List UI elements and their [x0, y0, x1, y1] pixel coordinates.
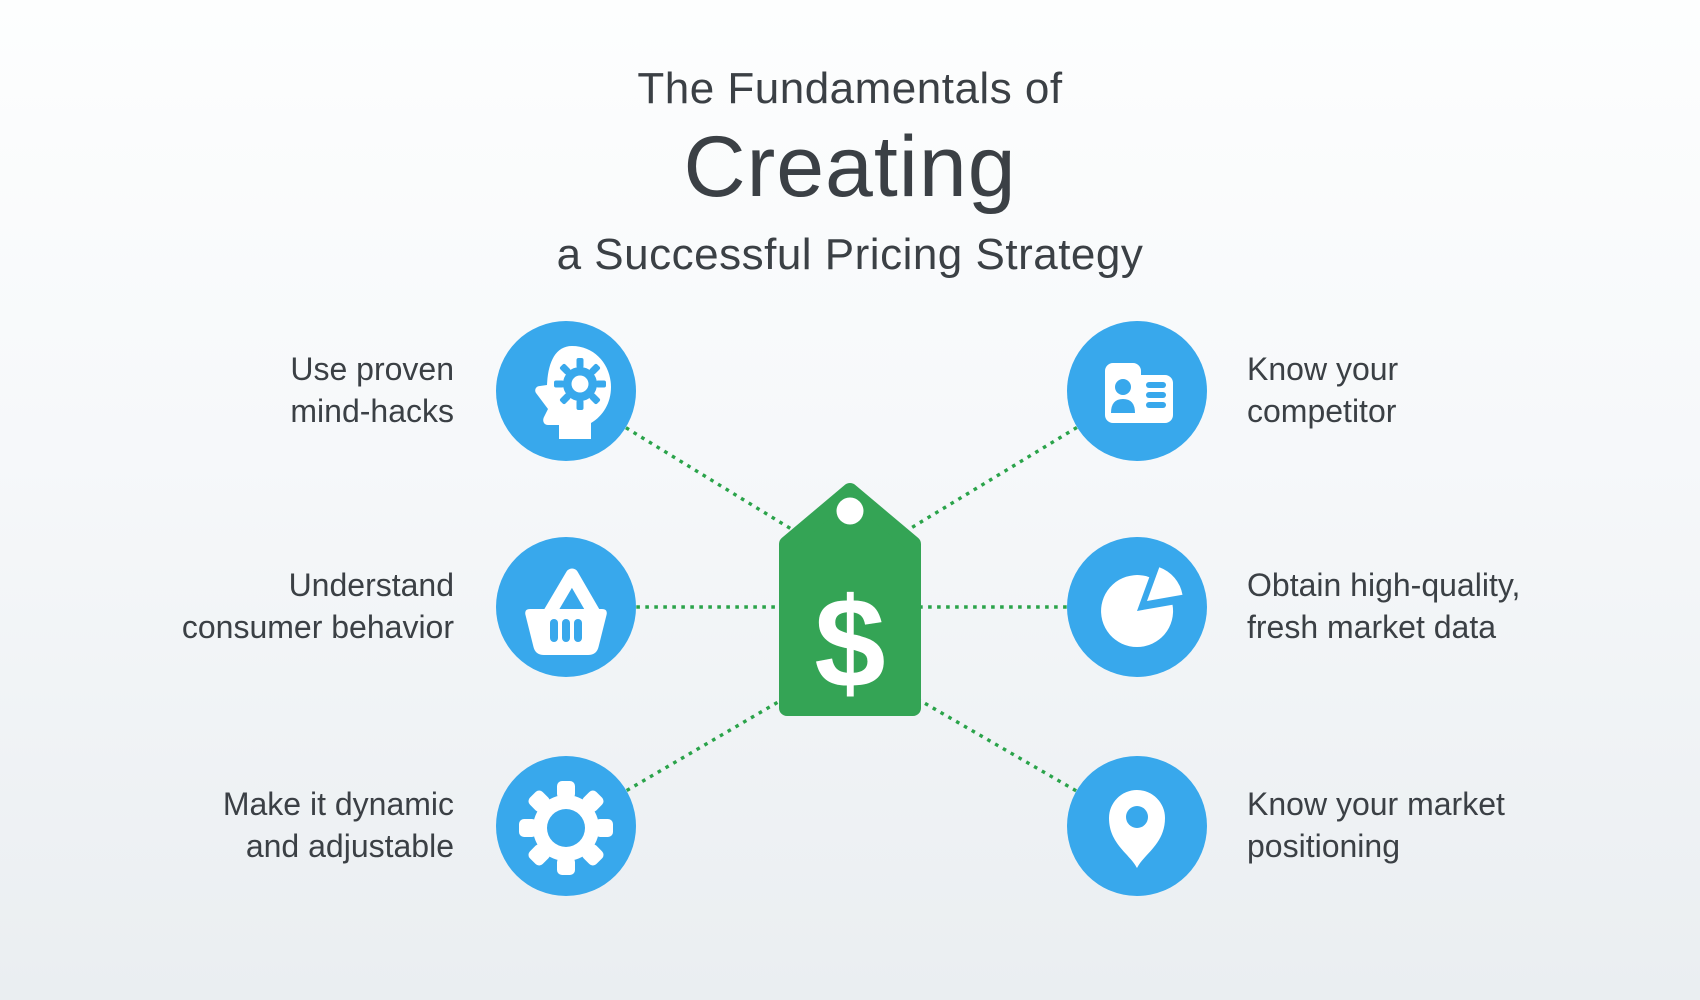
- brain-gear-icon: [496, 321, 636, 461]
- label-know-competitor: Know your competitor: [1247, 348, 1677, 432]
- label-line: mind-hacks: [290, 393, 454, 429]
- pie-chart-icon: [1067, 537, 1207, 677]
- title-line-2: Creating: [683, 119, 1017, 215]
- shopping-basket-icon: [496, 537, 636, 677]
- label-line: consumer behavior: [181, 609, 454, 645]
- label-line: and adjustable: [245, 828, 454, 864]
- label-line: Make it dynamic: [222, 786, 454, 822]
- label-line: fresh market data: [1247, 609, 1496, 645]
- dollar-sign: $: [814, 572, 885, 715]
- label-line: Know your market: [1247, 786, 1505, 822]
- title-line-1: The Fundamentals of: [637, 64, 1063, 113]
- price-tag-icon: $: [779, 483, 921, 716]
- label-market-data: Obtain high-quality, fresh market data: [1247, 564, 1677, 648]
- map-pin-icon: [1067, 756, 1207, 896]
- label-line: Obtain high-quality,: [1247, 567, 1521, 603]
- label-line: positioning: [1247, 828, 1400, 864]
- label-market-positioning: Know your market positioning: [1247, 783, 1677, 867]
- price-tag-hole: [836, 497, 864, 525]
- label-line: competitor: [1247, 393, 1397, 429]
- title-line-3: a Successful Pricing Strategy: [556, 230, 1144, 279]
- label-consumer-behavior: Understand consumer behavior: [34, 564, 454, 648]
- label-line: Use proven: [290, 351, 454, 387]
- gear-icon: [496, 756, 636, 896]
- label-line: Understand: [288, 567, 454, 603]
- price-tag-shape: [779, 483, 921, 716]
- label-dynamic-adjustable: Make it dynamic and adjustable: [34, 783, 454, 867]
- label-line: Know your: [1247, 351, 1399, 387]
- competitor-card-icon: [1067, 321, 1207, 461]
- label-mind-hacks: Use proven mind-hacks: [34, 348, 454, 432]
